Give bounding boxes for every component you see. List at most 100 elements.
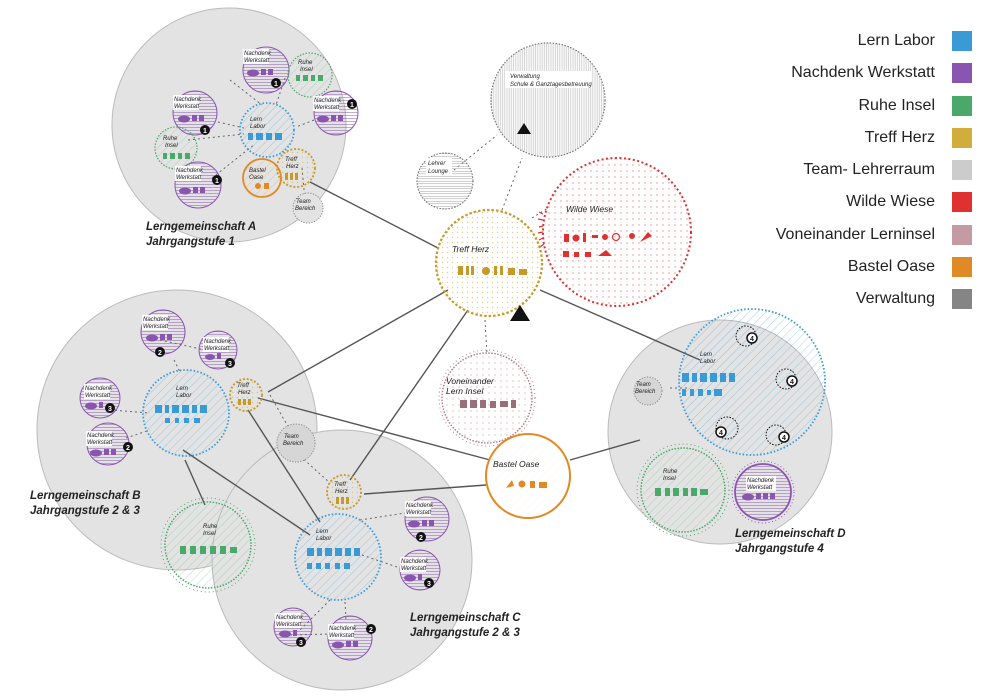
svg-text:Werkstatt: Werkstatt (204, 346, 230, 352)
svg-text:Werkstatt: Werkstatt (85, 393, 111, 399)
c-nachdenk-werkstatt-4[interactable]: Nachdenk Werkstatt 2 (327, 615, 376, 661)
b-ruhe-insel[interactable]: Ruhe Insel (160, 497, 256, 593)
svg-text:Werkstatt: Werkstatt (174, 104, 200, 110)
a-team-bereich[interactable]: Team Bereich (292, 192, 324, 224)
d-nachdenk-werkstatt[interactable]: Nachdenk Werkstatt (731, 460, 795, 524)
community-c-nodes: Treff Herz Lern Labor Nachdenk Werkstatt… (273, 474, 521, 661)
legend-swatch (952, 289, 972, 310)
legend-swatch (952, 224, 972, 245)
c-lern-labor[interactable]: Lern Labor (294, 513, 382, 601)
svg-text:Nachdenk: Nachdenk (244, 51, 272, 57)
a-nachdenk-werkstatt-4[interactable]: Nachdenk Werkstatt 1 (174, 161, 222, 209)
bastel-oase-label: Bastel Oase (493, 459, 540, 469)
voneinander-lerninsel-node[interactable]: Voneinander Lern Insel (438, 349, 536, 447)
c-nachdenk-werkstatt-3[interactable]: Nachdenk Werkstatt 3 (273, 607, 313, 647)
community-b-grade: Jahrgangstufe 2 & 3 (30, 505, 141, 517)
legend-item-nachdenk-werkstatt: Nachdenk Werkstatt (760, 60, 985, 84)
treff-herz-central-node[interactable]: Treff Herz (434, 208, 544, 321)
verwaltung-sublabel: Schule & Ganztagesbetreuung (510, 82, 592, 88)
legend-swatch (952, 63, 972, 84)
legend: Lern Labor Nachdenk Werkstatt Ruhe Insel… (760, 28, 985, 319)
svg-text:2: 2 (158, 350, 162, 357)
svg-text:Werkstatt: Werkstatt (314, 105, 340, 111)
svg-text:Nachdenk: Nachdenk (329, 626, 357, 632)
peer-learning-icons (460, 400, 516, 408)
community-b-nodes: Nachdenk Werkstatt 2 Nachdenk Werkstatt … (30, 309, 316, 593)
svg-text:Oase: Oase (249, 175, 264, 181)
a-ruhe-insel-1[interactable]: Ruhe Insel (287, 52, 333, 98)
svg-text:Insel: Insel (663, 476, 676, 482)
svg-text:Nachdenk: Nachdenk (87, 433, 115, 439)
legend-item-verwaltung: Verwaltung (760, 286, 985, 310)
legend-item-treff-herz: Treff Herz (760, 125, 985, 149)
svg-text:Nachdenk: Nachdenk (401, 559, 429, 565)
svg-text:Nachdenk: Nachdenk (174, 97, 202, 103)
legend-label: Bastel Oase (847, 258, 935, 276)
main-connections (182, 181, 701, 536)
bastel-oase-central-node[interactable]: Bastel Oase (485, 433, 571, 519)
a-nachdenk-werkstatt-1[interactable]: Nachdenk Werkstatt 1 (242, 46, 290, 94)
svg-text:Treff: Treff (285, 157, 298, 163)
svg-text:Ruhe: Ruhe (298, 60, 313, 66)
legend-label: Team- Lehrerraum (803, 161, 935, 179)
svg-text:Treff: Treff (237, 383, 250, 389)
a-treff-herz[interactable]: Treff Herz (276, 148, 316, 188)
svg-text:Insel: Insel (165, 143, 178, 149)
community-c-grade: Jahrgangstufe 2 & 3 (410, 627, 521, 639)
b-nachdenk-werkstatt-1[interactable]: Nachdenk Werkstatt 2 (140, 309, 186, 357)
b-nachdenk-werkstatt-4[interactable]: Nachdenk Werkstatt 2 (86, 422, 133, 466)
legend-item-team-lehrerraum: Team- Lehrerraum (760, 157, 985, 181)
d-team-bereich[interactable]: Team Bereich (633, 376, 663, 406)
svg-text:4: 4 (750, 336, 754, 343)
a-nachdenk-werkstatt-3[interactable]: Nachdenk Werkstatt 1 (313, 90, 359, 136)
svg-text:4: 4 (782, 435, 786, 442)
legend-label: Treff Herz (864, 128, 935, 146)
svg-text:Labor: Labor (250, 124, 266, 130)
main-entrance-triangle-icon (510, 305, 530, 321)
legend-label: Lern Labor (857, 32, 935, 49)
a-lern-labor[interactable]: Lern Labor (239, 102, 295, 158)
b-treff-herz[interactable]: Treff Herz (229, 378, 263, 412)
meeting-icons (458, 266, 527, 275)
a-bastel-oase[interactable]: Bastel Oase (242, 158, 282, 198)
svg-text:Nachdenk: Nachdenk (276, 615, 304, 621)
svg-text:Werkstatt: Werkstatt (329, 633, 355, 639)
b-team-bereich[interactable]: Team Bereich (276, 423, 316, 463)
svg-text:Nachdenk: Nachdenk (406, 503, 434, 509)
outdoor-activity-icons (563, 232, 652, 257)
svg-text:Insel: Insel (300, 67, 313, 73)
legend-swatch (952, 31, 972, 51)
a-ruhe-insel-2[interactable]: Ruhe Insel (154, 126, 198, 170)
svg-text:Ruhe: Ruhe (203, 524, 218, 530)
c-nachdenk-werkstatt-2[interactable]: Nachdenk Werkstatt 3 (399, 549, 441, 591)
b-nachdenk-werkstatt-3[interactable]: Nachdenk Werkstatt 3 (79, 377, 121, 419)
b-lern-labor[interactable]: Lern Labor (142, 369, 230, 457)
community-a-nodes: Nachdenk Werkstatt 1 Ruhe Insel Nachdenk… (146, 46, 359, 248)
d-lern-labor[interactable]: Lern Labor 4 4 4 4 (678, 308, 826, 456)
svg-text:3: 3 (427, 581, 431, 588)
d-ruhe-insel[interactable]: Ruhe Insel (636, 443, 730, 537)
b-nachdenk-werkstatt-2[interactable]: Nachdenk Werkstatt 3 (198, 330, 238, 370)
svg-text:Lern: Lern (250, 117, 263, 123)
lehrer-lounge-node[interactable]: Lehrer Lounge (416, 152, 474, 210)
svg-text:Bastel: Bastel (249, 168, 266, 174)
svg-text:Ruhe: Ruhe (663, 469, 678, 475)
svg-text:Labor: Labor (700, 359, 716, 365)
wilde-wiese-node[interactable]: Wilde Wiese (537, 157, 692, 307)
c-treff-herz[interactable]: Treff Herz (326, 474, 362, 510)
svg-text:Nachdenk: Nachdenk (143, 317, 171, 323)
c-nachdenk-werkstatt-1[interactable]: Nachdenk Werkstatt 2 (404, 496, 450, 542)
svg-text:Lern: Lern (316, 529, 329, 535)
legend-swatch (952, 160, 972, 181)
verwaltung-node[interactable]: Verwaltung Schule & Ganztagesbetreuung (490, 42, 606, 158)
svg-text:2: 2 (126, 445, 130, 452)
svg-text:Nachdenk: Nachdenk (85, 386, 113, 392)
svg-text:Ruhe: Ruhe (163, 136, 178, 142)
treff-herz-label: Treff Herz (452, 244, 490, 254)
legend-label: Ruhe Insel (858, 96, 936, 114)
a-nachdenk-werkstatt-2[interactable]: Nachdenk Werkstatt 1 (172, 90, 218, 136)
voneinander-label: Voneinander (446, 376, 495, 386)
svg-text:Bereich: Bereich (283, 441, 304, 447)
svg-text:Labor: Labor (316, 536, 332, 542)
